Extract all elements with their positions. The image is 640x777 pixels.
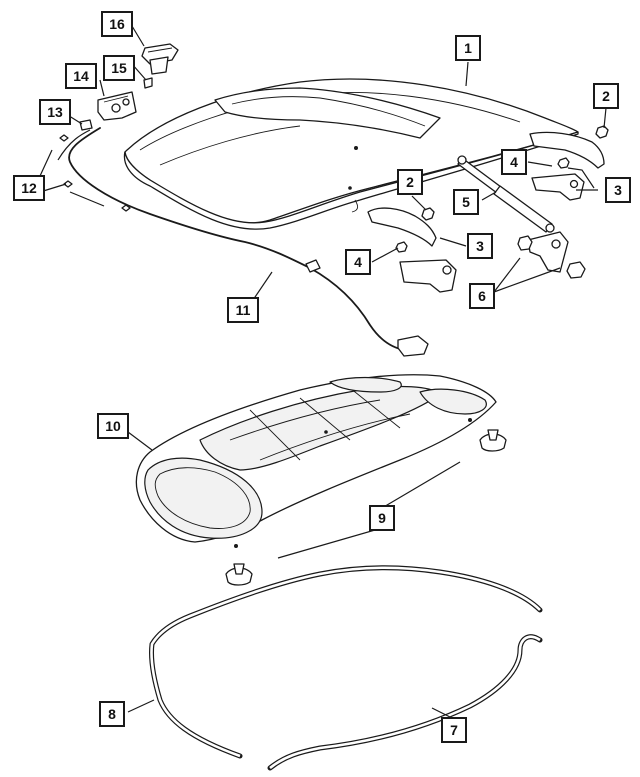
callout-3-left: 3 bbox=[467, 233, 493, 259]
leader-lines bbox=[39, 25, 607, 719]
callout-4-left: 4 bbox=[345, 249, 371, 275]
callout-9: 9 bbox=[369, 505, 395, 531]
callout-4-right: 4 bbox=[501, 149, 527, 175]
hood-panel bbox=[123, 78, 579, 230]
callout-1: 1 bbox=[455, 35, 481, 61]
callout-7: 7 bbox=[441, 717, 467, 743]
callout-11: 11 bbox=[227, 297, 259, 323]
bolt-13 bbox=[79, 119, 93, 131]
bracket-6 bbox=[517, 231, 586, 279]
callout-13-text: 13 bbox=[47, 104, 63, 120]
callout-15: 15 bbox=[103, 55, 135, 81]
callout-7-text: 7 bbox=[450, 722, 458, 738]
callout-2-right-text: 2 bbox=[602, 88, 610, 104]
callout-6: 6 bbox=[469, 283, 495, 309]
release-cable-11 bbox=[57, 127, 429, 357]
callout-5: 5 bbox=[453, 189, 479, 215]
callout-4-left-text: 4 bbox=[354, 254, 362, 270]
callout-2-left: 2 bbox=[397, 169, 423, 195]
nut-right-2 bbox=[595, 125, 609, 139]
callout-14-text: 14 bbox=[73, 68, 89, 84]
callout-3-left-text: 3 bbox=[476, 238, 484, 254]
callout-12: 12 bbox=[13, 175, 45, 201]
callout-15-text: 15 bbox=[111, 60, 127, 76]
callout-6-text: 6 bbox=[478, 288, 486, 304]
callout-1-text: 1 bbox=[464, 40, 472, 56]
callout-10-text: 10 bbox=[105, 418, 121, 434]
callout-4-right-text: 4 bbox=[510, 154, 518, 170]
screw-15 bbox=[143, 77, 153, 89]
nut-left-2 bbox=[421, 207, 435, 221]
callout-14: 14 bbox=[65, 63, 97, 89]
callout-9-text: 9 bbox=[378, 510, 386, 526]
callout-10: 10 bbox=[97, 413, 129, 439]
callout-5-text: 5 bbox=[462, 194, 470, 210]
callout-2-right: 2 bbox=[593, 83, 619, 109]
callout-8: 8 bbox=[99, 701, 125, 727]
hinge-right-3 bbox=[529, 131, 605, 201]
push-pin-9-lower bbox=[225, 563, 253, 586]
bolt-right-4 bbox=[557, 157, 570, 169]
callout-16: 16 bbox=[101, 11, 133, 37]
hood-latch-14 bbox=[97, 91, 137, 121]
callout-11-text: 11 bbox=[236, 302, 251, 318]
callout-3-right-text: 3 bbox=[614, 182, 622, 198]
push-pin-9-upper bbox=[479, 429, 507, 452]
seal-7 bbox=[267, 634, 543, 771]
callout-16-text: 16 bbox=[109, 16, 125, 32]
callout-12-text: 12 bbox=[21, 180, 37, 196]
callout-2-left-text: 2 bbox=[406, 174, 414, 190]
hood-insulator-10 bbox=[135, 374, 497, 548]
hinge-left-3 bbox=[367, 207, 457, 293]
support-rod-5 bbox=[457, 155, 555, 233]
striker-bumper-16 bbox=[141, 43, 179, 75]
bolt-left-4 bbox=[395, 241, 408, 253]
callout-3-right: 3 bbox=[605, 177, 631, 203]
cable-clips-12 bbox=[59, 134, 131, 212]
weatherstrip-8 bbox=[149, 565, 543, 759]
callout-13: 13 bbox=[39, 99, 71, 125]
callout-8-text: 8 bbox=[108, 706, 116, 722]
